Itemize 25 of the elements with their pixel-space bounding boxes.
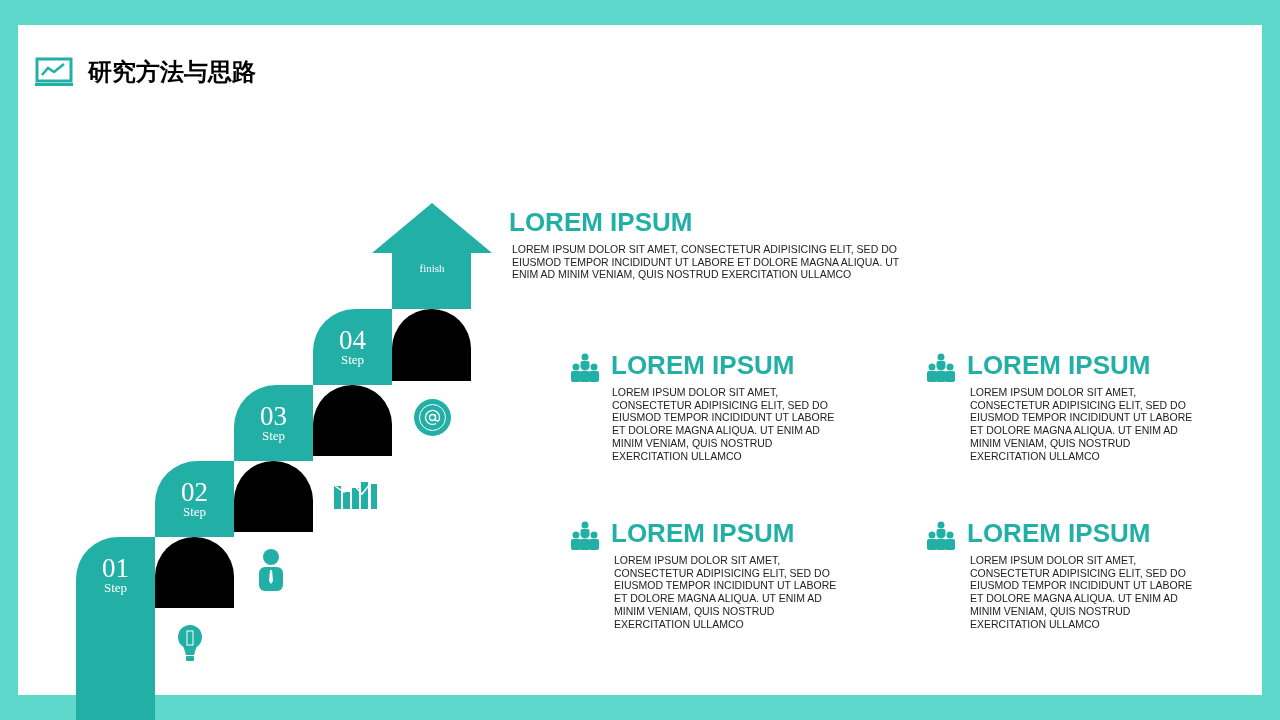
section-heading: LOREM IPSUM <box>611 349 795 381</box>
stair-step <box>76 537 155 720</box>
section-heading: LOREM IPSUM <box>967 349 1151 381</box>
step-number: 04 <box>339 327 366 353</box>
step-number: 03 <box>260 403 287 429</box>
body-text: LOREM IPSUM DOLOR SIT AMET, CONSECTETUR ADIPISICING ELIT, SED DO EIUSMOD TEMPOR INCIDIDUNT UT LABORE ET DOLORE MAGNA ALIQUA. UT ENIM AD MINIM VENIAM, QUIS NOSTRUD EXERCITATION ULLAMCO <box>612 386 836 463</box>
step-label: Step <box>340 353 365 367</box>
body-text: LOREM IPSUM DOLOR SIT AMET, CONSECTETUR ADIPISICING ELIT, SED DO EIUSMOD TEMPOR INCIDIDUNT UT LABORE ET DOLORE MAGNA ALIQUA. UT ENIM AD MINIM VENIAM, QUIS NOSTRUD EXERCITATION ULLAMCO <box>614 554 838 631</box>
step-label: Step <box>261 429 286 443</box>
body-text: LOREM IPSUM DOLOR SIT AMET, CONSECTETUR ADIPISICING ELIT, SED DO EIUSMOD TEMPOR INCIDIDUNT UT LABORE ET DOLORE MAGNA ALIQUA. UT ENIM AD MINIM VENIAM, QUIS NOSTRUD EXERCITATION ULLAMCO <box>512 243 901 282</box>
stair-step <box>234 385 313 461</box>
section-heading: LOREM IPSUM <box>509 206 693 238</box>
step-number: 02 <box>181 479 208 505</box>
step-number: 01 <box>102 555 129 581</box>
body-text: LOREM IPSUM DOLOR SIT AMET, CONSECTETUR ADIPISICING ELIT, SED DO EIUSMOD TEMPOR INCIDIDUNT UT LABORE ET DOLORE MAGNA ALIQUA. UT ENIM AD MINIM VENIAM, QUIS NOSTRUD EXERCITATION ULLAMCO <box>970 554 1194 631</box>
stair-step <box>155 461 234 537</box>
body-text: LOREM IPSUM DOLOR SIT AMET, CONSECTETUR ADIPISICING ELIT, SED DO EIUSMOD TEMPOR INCIDIDUNT UT LABORE ET DOLORE MAGNA ALIQUA. UT ENIM AD MINIM VENIAM, QUIS NOSTRUD EXERCITATION ULLAMCO <box>970 386 1194 463</box>
slide-title: 研究方法与思路 <box>88 57 256 87</box>
finish-arrow <box>372 203 492 309</box>
stair-step <box>313 309 392 385</box>
finish-label: finish <box>418 261 446 276</box>
section-heading: LOREM IPSUM <box>611 517 795 549</box>
section-heading: LOREM IPSUM <box>967 517 1151 549</box>
step-label: Step <box>103 581 128 595</box>
step-label: Step <box>182 505 207 519</box>
